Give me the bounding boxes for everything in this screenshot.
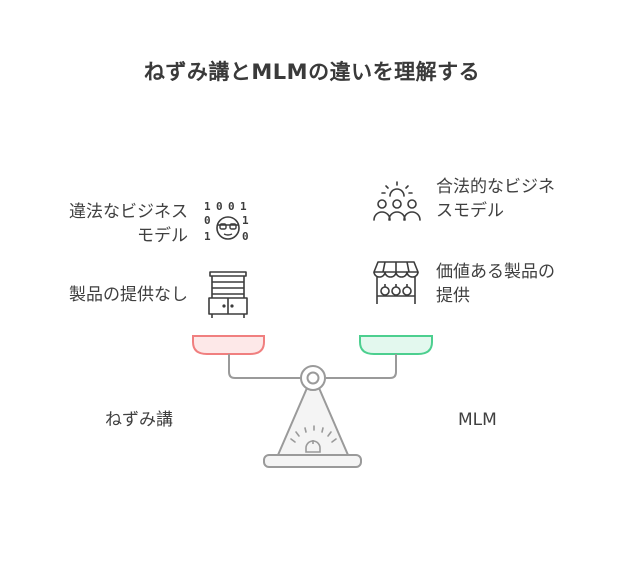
right-item-2-text: 価値ある製品の 提供 [436, 260, 555, 308]
binary-digit: 1 [240, 200, 247, 213]
binary-digit: 0 [216, 200, 223, 213]
right-item-1-line1: 合法的なビジネ [436, 177, 555, 197]
left-pan [192, 335, 265, 355]
gauge-needle-base [305, 440, 321, 453]
right-item-1-text: 合法的なビジネ スモデル [436, 175, 555, 223]
page-title: ねずみ講とMLMの違いを理解する [143, 60, 481, 84]
left-item-1-text: 違法なビジネス モデル [69, 200, 188, 248]
empty-shelf-icon [208, 271, 248, 318]
left-item-1-line1: 違法なビジネス [69, 202, 188, 222]
right-arm [326, 354, 397, 379]
scale-base [263, 454, 362, 468]
binary-digit: 0 [228, 200, 235, 213]
right-pan [359, 335, 433, 355]
binary-digit: 0 [242, 230, 249, 243]
binary-code-face-icon: 1 0 0 1 0 1 1 0 [204, 200, 249, 243]
binary-digit: 1 [204, 200, 211, 213]
gauge-marks [290, 425, 337, 443]
binary-digit: 1 [242, 214, 249, 227]
binary-digit: 0 [204, 214, 211, 227]
right-item-2-line1: 価値ある製品の [436, 262, 555, 282]
people-group-icon [373, 181, 421, 221]
right-item-2-line2: 提供 [436, 286, 470, 306]
market-stall-icon [373, 261, 419, 304]
left-item-1-line2: モデル [137, 226, 188, 246]
left-arm [228, 354, 300, 379]
right-label: MLM [458, 410, 497, 430]
binary-digit: 1 [204, 230, 211, 243]
left-item-2-text: 製品の提供なし [69, 285, 188, 305]
right-item-1-line2: スモデル [436, 201, 504, 221]
pivot-inner [306, 371, 320, 385]
left-label: ねずみ講 [105, 410, 173, 430]
